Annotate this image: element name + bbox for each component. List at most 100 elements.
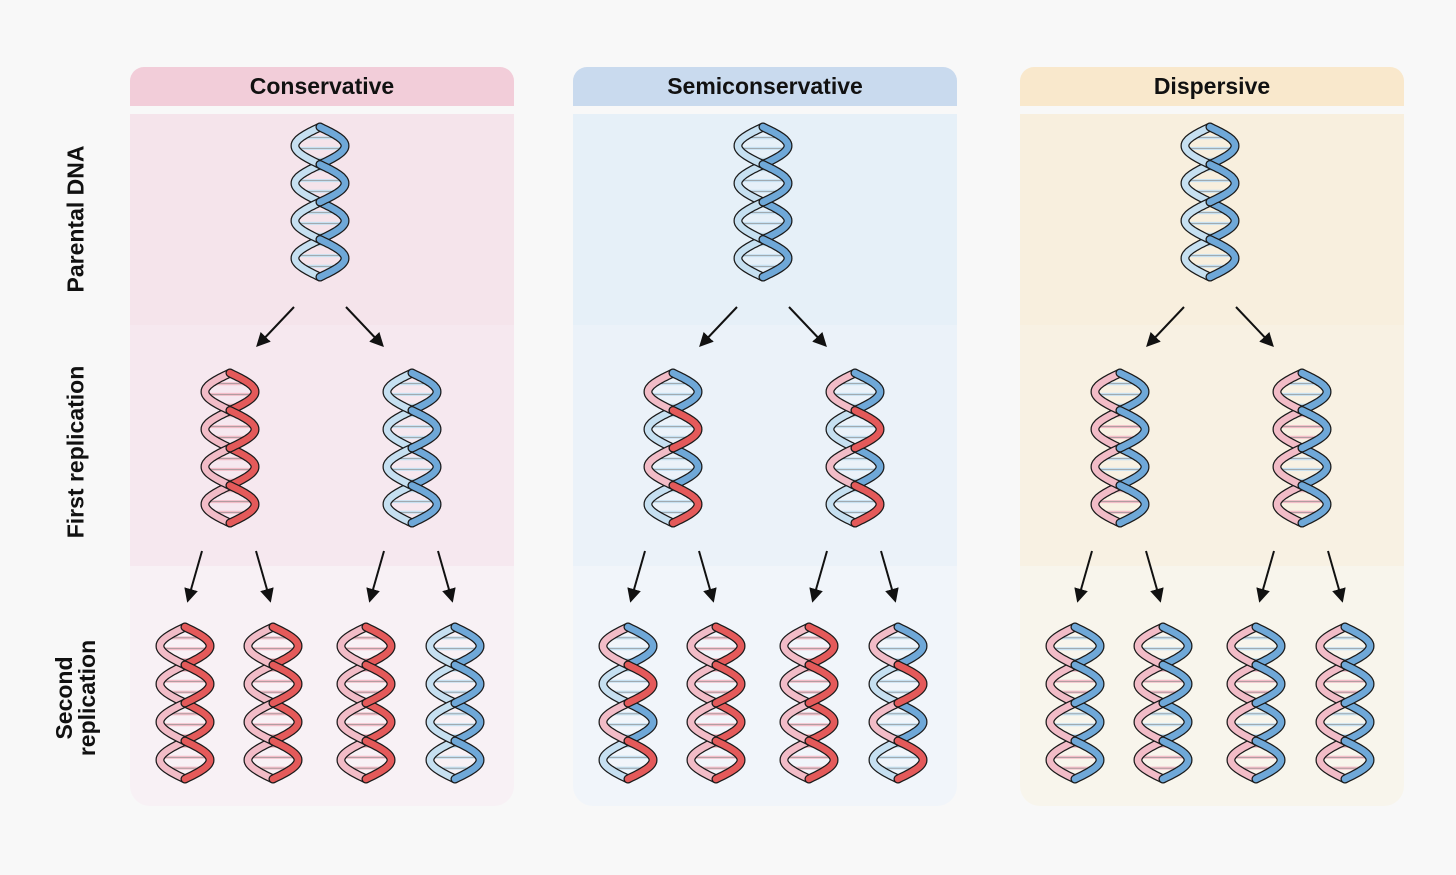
strand-segment — [1316, 661, 1349, 707]
helix-first-semiconservative-1 — [643, 368, 703, 528]
strand-segment — [426, 699, 459, 745]
arrow-dispersive-f1a — [1074, 550, 1093, 603]
strand-segment — [599, 737, 632, 783]
strand-segment — [337, 699, 370, 745]
strand-segment — [337, 661, 370, 707]
strand-segment — [734, 198, 767, 243]
strand-segment — [869, 699, 902, 745]
strand-segment — [712, 623, 745, 669]
strand-segment — [1181, 123, 1214, 168]
strand-segment — [805, 737, 838, 783]
strand-segment — [1316, 737, 1349, 783]
helix-parental-dispersive — [1180, 122, 1240, 282]
strand-segment — [1116, 407, 1149, 452]
arrow-conservative-f2b — [437, 550, 456, 603]
strand-segment — [869, 623, 902, 669]
band-first — [1020, 325, 1404, 566]
strand-segment — [1227, 737, 1260, 783]
strand-segment — [1116, 444, 1149, 489]
strand-segment — [780, 661, 813, 707]
column-header-conservative: Conservative — [130, 67, 514, 106]
strand-segment — [1227, 661, 1260, 707]
strand-segment — [408, 369, 441, 414]
strand-segment — [1116, 482, 1149, 527]
strand-segment — [869, 661, 902, 707]
column-panel-dispersive — [1020, 114, 1404, 806]
strand-segment — [734, 236, 767, 281]
strand-segment — [1181, 236, 1214, 281]
strand-segment — [1341, 699, 1374, 745]
strand-segment — [451, 661, 484, 707]
strand-segment — [624, 699, 657, 745]
strand-segment — [734, 161, 767, 206]
strand-segment — [894, 623, 927, 669]
strand-segment — [201, 369, 234, 414]
strand-segment — [181, 737, 214, 783]
strand-segment — [669, 407, 702, 452]
strand-segment — [201, 444, 234, 489]
column-panel-conservative — [130, 114, 514, 806]
strand-segment — [1091, 444, 1124, 489]
strand-segment — [851, 369, 884, 414]
strand-segment — [181, 623, 214, 669]
strand-segment — [1316, 623, 1349, 669]
strand-segment — [244, 661, 277, 707]
strand-segment — [1071, 699, 1104, 745]
strand-segment — [383, 407, 416, 452]
strand-segment — [759, 198, 792, 243]
arrow-dispersive-f2a — [1256, 550, 1275, 603]
strand-segment — [1206, 198, 1239, 243]
arrow-conservative-p2 — [345, 306, 384, 348]
arrow-semiconservative-f1a — [627, 550, 646, 603]
helix-first-semiconservative-2 — [825, 368, 885, 528]
strand-segment — [383, 369, 416, 414]
strand-segment — [226, 369, 259, 414]
strand-segment — [1206, 123, 1239, 168]
strand-segment — [759, 236, 792, 281]
strand-segment — [1046, 623, 1079, 669]
strand-segment — [269, 737, 302, 783]
helix-parental-semiconservative — [733, 122, 793, 282]
strand-segment — [894, 661, 927, 707]
strand-segment — [1181, 161, 1214, 206]
strand-segment — [826, 444, 859, 489]
strand-segment — [1316, 699, 1349, 745]
strand-segment — [869, 737, 902, 783]
strand-segment — [1159, 699, 1192, 745]
strand-segment — [426, 661, 459, 707]
strand-segment — [687, 661, 720, 707]
helix-second-conservative-3 — [336, 622, 396, 784]
band-first — [130, 325, 514, 566]
strand-segment — [1159, 737, 1192, 783]
strand-segment — [244, 623, 277, 669]
strand-segment — [1298, 407, 1331, 452]
band-second — [1020, 566, 1404, 806]
strand-segment — [805, 699, 838, 745]
strand-segment — [362, 623, 395, 669]
strand-segment — [1206, 236, 1239, 281]
arrow-semiconservative-p2 — [788, 306, 827, 348]
strand-segment — [316, 198, 349, 243]
strand-segment — [669, 444, 702, 489]
arrow-semiconservative-f1b — [698, 550, 717, 603]
strand-segment — [1091, 407, 1124, 452]
arrow-semiconservative-f2a — [809, 550, 828, 603]
strand-segment — [826, 407, 859, 452]
helix-parental-conservative — [290, 122, 350, 282]
strand-segment — [851, 444, 884, 489]
strand-segment — [337, 623, 370, 669]
strand-segment — [687, 623, 720, 669]
strand-segment — [624, 623, 657, 669]
band-second — [573, 566, 957, 806]
arrow-conservative-f1b — [255, 550, 274, 603]
strand-segment — [1159, 661, 1192, 707]
arrow-semiconservative-f2b — [880, 550, 899, 603]
helix-second-dispersive-3 — [1226, 622, 1286, 784]
strand-segment — [1159, 623, 1192, 669]
strand-segment — [780, 623, 813, 669]
strand-segment — [1071, 623, 1104, 669]
strand-segment — [712, 737, 745, 783]
strand-segment — [1046, 737, 1079, 783]
band-first — [573, 325, 957, 566]
